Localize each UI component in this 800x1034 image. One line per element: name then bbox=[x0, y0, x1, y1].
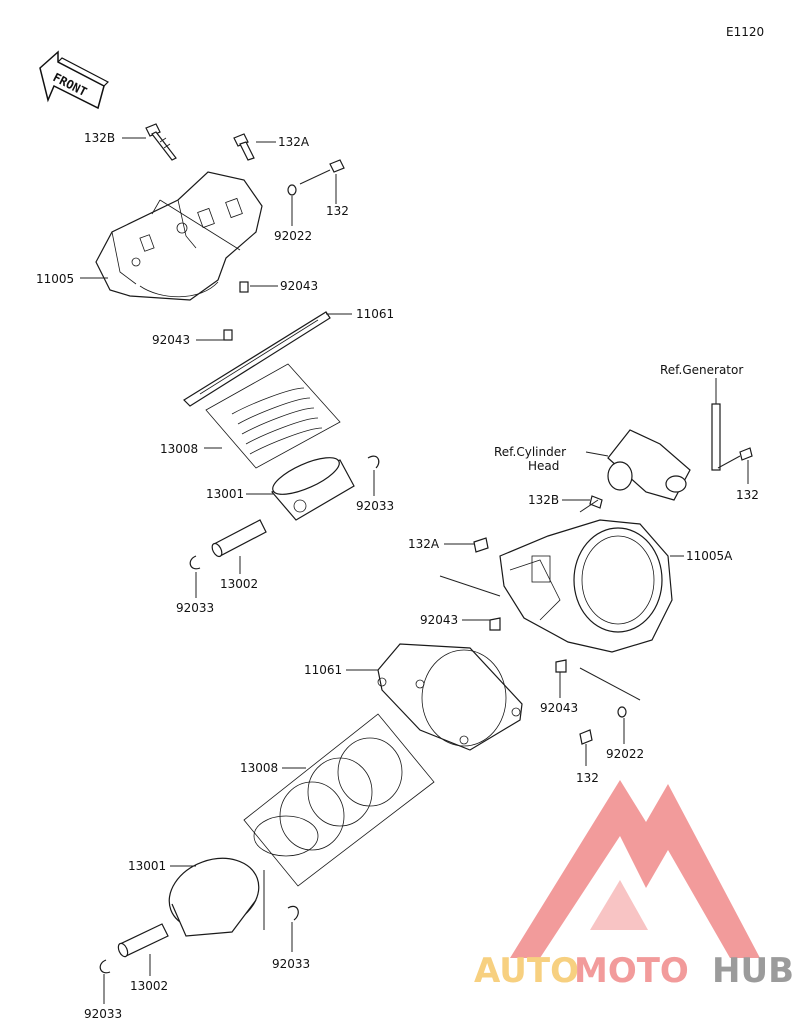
label-92033-top-r: 92033 bbox=[356, 499, 394, 513]
bolt-132-top bbox=[299, 159, 345, 185]
label-92043-c: 92043 bbox=[420, 613, 458, 627]
diagram-code: E1120 bbox=[726, 25, 764, 39]
label-132B-top: 132B bbox=[84, 131, 115, 145]
label-11005A: 11005A bbox=[686, 549, 733, 563]
dowel-92043-d bbox=[555, 659, 567, 673]
bolt-132-bottom bbox=[579, 729, 593, 745]
leader-lines bbox=[80, 137, 749, 1004]
label-ref-cylinder-head-1: Ref.Cylinder bbox=[494, 445, 566, 459]
label-13002-bottom: 13002 bbox=[130, 979, 168, 993]
dowel-92043-a bbox=[239, 281, 249, 293]
label-132A-top: 132A bbox=[278, 135, 310, 149]
label-92043-d: 92043 bbox=[540, 701, 578, 715]
label-132-top: 132 bbox=[326, 204, 349, 218]
label-13001-bottom: 13001 bbox=[128, 859, 166, 873]
pin-13002-bottom bbox=[117, 923, 169, 958]
label-132-bottom: 132 bbox=[576, 771, 599, 785]
label-13001-top: 13001 bbox=[206, 487, 244, 501]
clip-92033-top-l bbox=[189, 555, 201, 570]
clip-92033-top-r bbox=[367, 455, 380, 469]
bolt-132A-top bbox=[233, 133, 255, 161]
label-13008-top: 13008 bbox=[160, 442, 198, 456]
label-132-right: 132 bbox=[736, 488, 759, 502]
label-ref-cylinder-head-2: Head bbox=[528, 459, 559, 473]
label-92033-top-l: 92033 bbox=[176, 601, 214, 615]
front-arrow-icon: FRONT bbox=[39, 50, 110, 110]
dowel-92043-c bbox=[489, 617, 501, 631]
gasket-11061-bottom bbox=[377, 643, 523, 751]
piston-13001-top bbox=[271, 457, 355, 521]
washer-92022-top bbox=[287, 184, 297, 196]
label-132A-mid: 132A bbox=[408, 537, 440, 551]
bolt-132-right bbox=[739, 447, 753, 461]
label-92022-bottom: 92022 bbox=[606, 747, 644, 761]
cylinder-11005A bbox=[499, 519, 673, 653]
label-11061-top: 11061 bbox=[356, 307, 394, 321]
bolt-132B-mid bbox=[589, 495, 603, 509]
label-92043-a: 92043 bbox=[280, 279, 318, 293]
label-92033-bottom-l: 92033 bbox=[84, 1007, 122, 1021]
label-13002-top: 13002 bbox=[220, 577, 258, 591]
washer-92022-bottom bbox=[617, 706, 627, 718]
label-92033-bottom-r: 92033 bbox=[272, 957, 310, 971]
label-92043-b: 92043 bbox=[152, 333, 190, 347]
ref-cylinder-head-part bbox=[607, 429, 691, 501]
clip-92033-bottom-l bbox=[99, 959, 111, 974]
ref-generator-part bbox=[711, 403, 721, 471]
cylinder-11005 bbox=[95, 171, 263, 301]
label-ref-generator: Ref.Generator bbox=[660, 363, 743, 377]
piston-13001-bottom bbox=[168, 857, 260, 937]
piston-rings-13008-bottom bbox=[243, 713, 435, 887]
dowel-92043-b bbox=[223, 329, 233, 341]
part-labels: 132B 132A 132 92022 11005 92043 11061 92… bbox=[36, 131, 759, 1021]
watermark-moto: MOTO bbox=[574, 951, 689, 991]
label-13008-bottom: 13008 bbox=[240, 761, 278, 775]
bolt-132B-top bbox=[145, 123, 177, 161]
watermark-auto: AUTO bbox=[474, 951, 579, 991]
label-11061-bottom: 11061 bbox=[304, 663, 342, 677]
label-92022-top: 92022 bbox=[274, 229, 312, 243]
piston-rings-13008-top bbox=[205, 363, 341, 469]
pin-13002-top bbox=[211, 519, 267, 558]
bolt-132A-mid bbox=[473, 537, 489, 553]
label-11005: 11005 bbox=[36, 272, 74, 286]
watermark-hub: HUB bbox=[712, 951, 794, 991]
clip-92033-bottom-r bbox=[287, 905, 299, 921]
automotohub-logo: AUTO MOTO HUB bbox=[474, 780, 794, 991]
label-132B-mid: 132B bbox=[528, 493, 559, 507]
